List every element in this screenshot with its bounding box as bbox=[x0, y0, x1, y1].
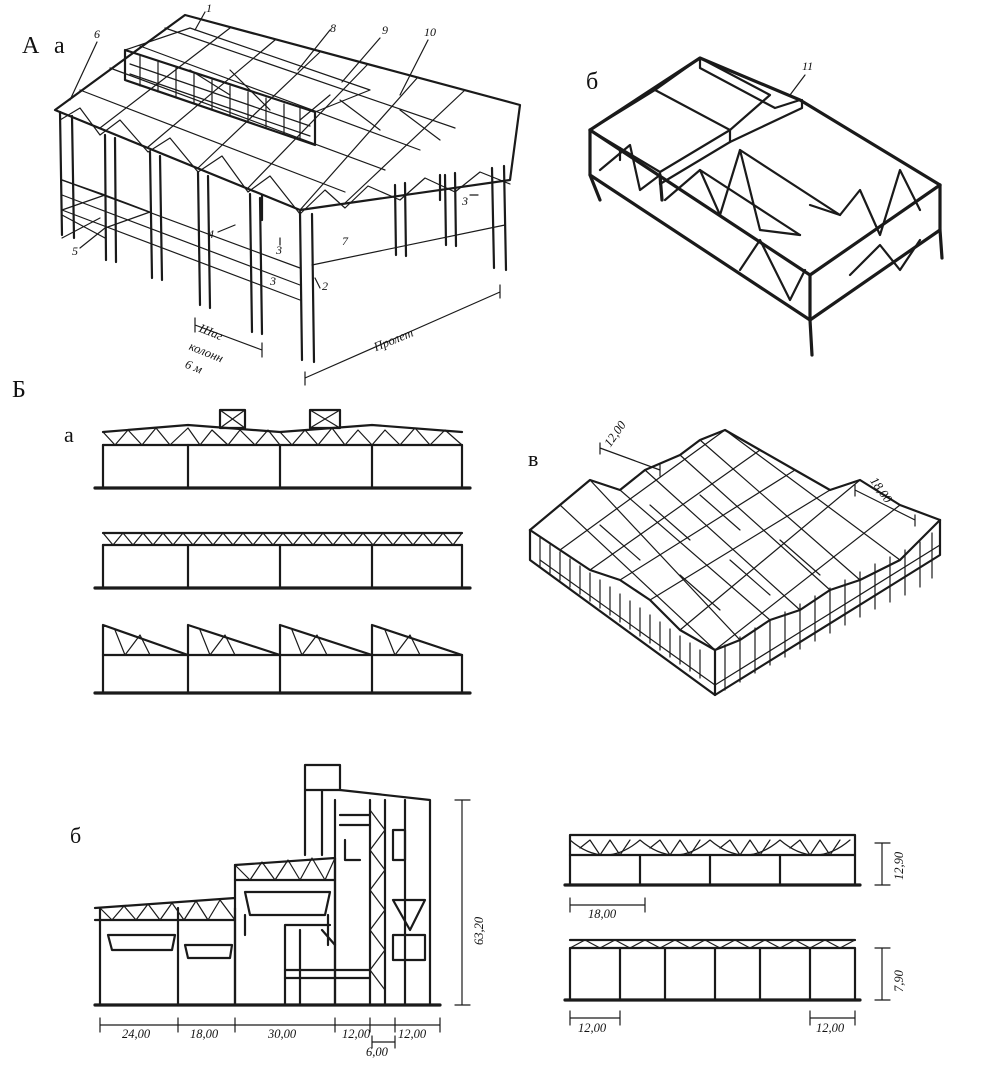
height-dim-12-90: 12,90 bbox=[892, 851, 906, 880]
subsection-label-A-b: б bbox=[586, 69, 599, 95]
multi-span-section bbox=[93, 763, 471, 1049]
callout-3: 3 bbox=[270, 274, 276, 288]
callout-7: 7 bbox=[342, 234, 348, 248]
callout-3: 3 bbox=[276, 243, 282, 257]
callout-6: 6 bbox=[94, 27, 100, 41]
subsection-label-B-b: б bbox=[70, 823, 82, 848]
section-label-A: А bbox=[22, 33, 40, 59]
subsection-label-A-a: а bbox=[54, 33, 65, 59]
callout-2: 2 bbox=[322, 279, 328, 293]
callout-11: 11 bbox=[802, 59, 814, 73]
height-dim-7-90: 7,90 bbox=[892, 970, 906, 992]
subsection-label-B-v: в bbox=[528, 446, 539, 471]
section-dim-6: 6,00 bbox=[366, 1045, 388, 1059]
span-dim-12a: 12,00 bbox=[578, 1021, 607, 1035]
cross-sections-a bbox=[93, 408, 472, 695]
callout-8: 8 bbox=[330, 21, 336, 35]
slab-roof-drawing bbox=[588, 56, 944, 357]
section-dim-18: 18,00 bbox=[190, 1027, 219, 1041]
section-dim-30: 30,00 bbox=[268, 1027, 297, 1041]
section-dim-24: 24,00 bbox=[122, 1027, 151, 1041]
section-label-B: Б bbox=[12, 377, 26, 403]
callout-10: 10 bbox=[424, 25, 436, 39]
callout-3: 3 bbox=[462, 194, 468, 208]
shell-grid-drawing bbox=[528, 428, 942, 697]
subsection-label-B-a: а bbox=[64, 422, 74, 447]
section-dim-12b: 12,00 bbox=[398, 1027, 427, 1041]
span-dim-18: 18,00 bbox=[588, 907, 617, 921]
section-dim-12a: 12,00 bbox=[342, 1027, 371, 1041]
right-sections bbox=[563, 833, 891, 1026]
height-dim-total: 63,20 bbox=[472, 916, 486, 945]
callout-5: 5 bbox=[72, 244, 78, 258]
span-dim-12b: 12,00 bbox=[816, 1021, 845, 1035]
callout-4: 4 bbox=[208, 227, 214, 241]
callout-1: 1 bbox=[206, 1, 212, 15]
frame-isometric-drawing bbox=[53, 11, 522, 386]
callout-9: 9 bbox=[382, 23, 388, 37]
